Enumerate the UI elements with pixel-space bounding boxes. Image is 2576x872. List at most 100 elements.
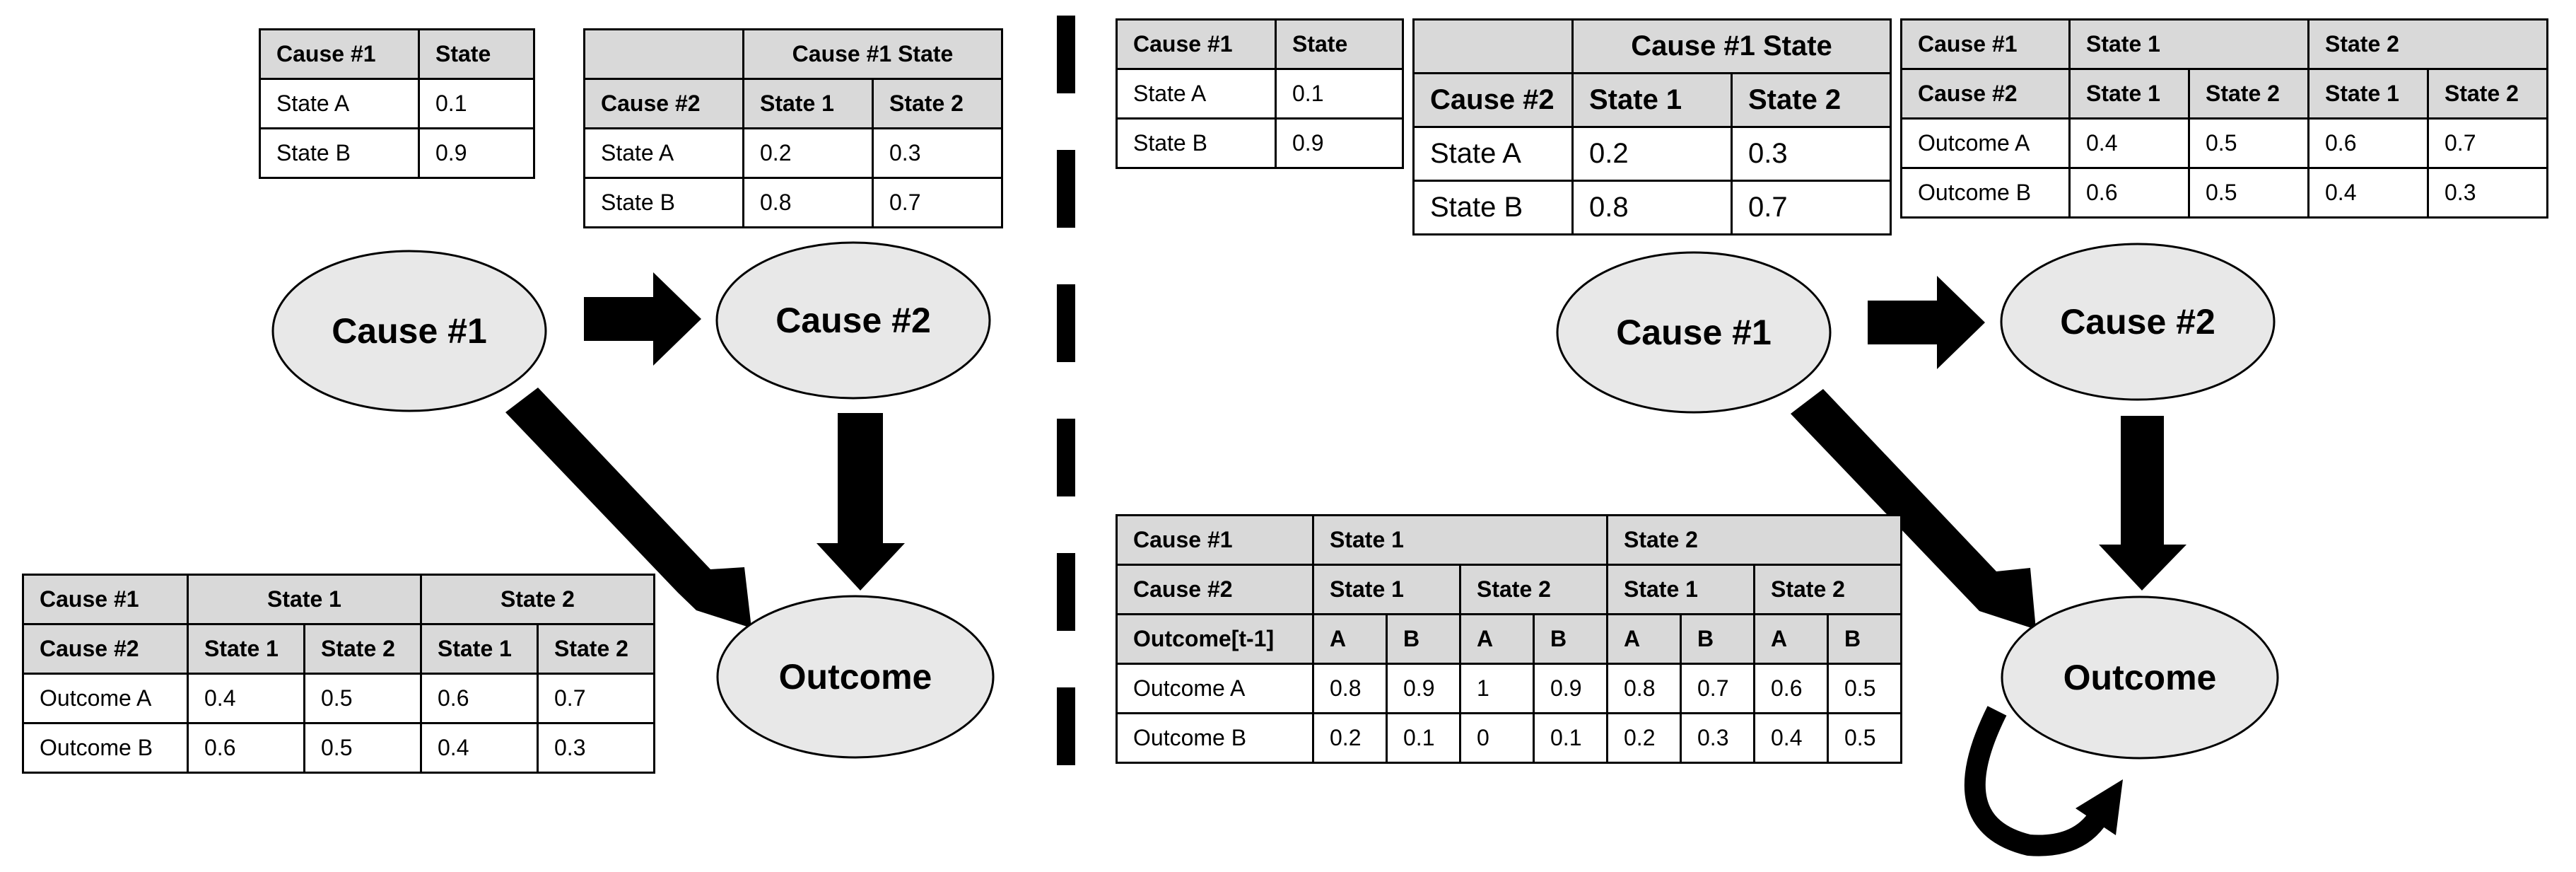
table-header-cell xyxy=(1412,18,1574,74)
left-diagram-nodes xyxy=(271,241,995,759)
right-node-outcome xyxy=(2001,595,2279,760)
table-cell: 0.6 xyxy=(1753,663,1829,714)
table-header-cell: State 2 xyxy=(2427,68,2548,120)
right-self-loop-arrow-head xyxy=(2076,779,2123,835)
table-cell: 0.2 xyxy=(742,127,874,179)
table-cell: 0.7 xyxy=(537,673,655,724)
table-cell: 0.5 xyxy=(2188,167,2309,219)
table-header-cell: State xyxy=(1275,18,1404,70)
table-header-cell: Outcome[t-1] xyxy=(1116,613,1314,665)
table-cell: 0.5 xyxy=(1827,712,1902,764)
table-header-cell: Cause #1 xyxy=(259,28,420,80)
table-cell: 0.1 xyxy=(1275,68,1404,120)
table-header-cell: State 2 xyxy=(2307,18,2548,70)
left-node-outcome xyxy=(716,595,995,759)
table-header-cell xyxy=(583,28,744,80)
right-node-cause2-label: Cause #2 xyxy=(2060,302,2215,342)
table-header-cell: A xyxy=(1606,613,1682,665)
table-header-cell: State 2 xyxy=(2188,68,2309,120)
table-cell: 0.6 xyxy=(2307,117,2429,169)
table-row-label: State A xyxy=(1412,126,1574,182)
table-header-cell: B xyxy=(1533,613,1608,665)
right-table-outcome-lagged: Cause #1 State 1 State 2 Cause #2 State … xyxy=(1116,514,1902,764)
table-header-cell: State 1 xyxy=(1606,564,1755,615)
left-table-cause1: Cause #1 State State A 0.1 State B 0.9 xyxy=(259,28,535,179)
table-cell: 0.6 xyxy=(2068,167,2190,219)
table-header-cell: Cause #1 State xyxy=(1571,18,1892,74)
table-header-cell: State 2 xyxy=(1606,514,1902,566)
table-cell: 0.3 xyxy=(2427,167,2548,219)
table-header-cell: State 2 xyxy=(1459,564,1608,615)
table-cell: 0.9 xyxy=(418,127,535,179)
table-cell: 0.4 xyxy=(187,673,305,724)
table-header-cell: State 1 xyxy=(1312,514,1608,566)
table-header-cell: State 1 xyxy=(742,78,874,129)
table-header-cell: Cause #2 xyxy=(1116,564,1314,615)
table-row-label: Outcome B xyxy=(1900,167,2071,219)
table-header-cell: State 2 xyxy=(1731,72,1892,128)
table-cell: 0.9 xyxy=(1533,663,1608,714)
left-table-outcome: Cause #1 State 1 State 2 Cause #2 State … xyxy=(22,574,655,774)
left-table-cause2: Cause #1 State Cause #2 State 1 State 2 … xyxy=(583,28,1003,228)
right-arrow-cause2-to-outcome xyxy=(2099,416,2186,591)
right-table-outcome: Cause #1 State 1 State 2 Cause #2 State … xyxy=(1900,18,2548,219)
table-cell: 0.7 xyxy=(872,177,1003,228)
left-node-cause1-label: Cause #1 xyxy=(332,311,487,351)
left-node-cause2-label: Cause #2 xyxy=(775,301,931,340)
table-cell: 0 xyxy=(1459,712,1535,764)
right-table-cause1: Cause #1 State State A 0.1 State B 0.9 xyxy=(1116,18,1404,169)
table-header-cell: Cause #2 xyxy=(22,623,189,675)
table-cell: 0.4 xyxy=(2068,117,2190,169)
table-cell: 1 xyxy=(1459,663,1535,714)
table-header-cell: B xyxy=(1386,613,1461,665)
table-row-label: Outcome B xyxy=(22,722,189,774)
left-arrow-cause1-to-cause2 xyxy=(584,272,701,366)
right-arrow-cause1-to-cause2 xyxy=(1868,276,1985,369)
table-header-cell: Cause #1 State xyxy=(742,28,1003,80)
table-cell: 0.4 xyxy=(420,722,539,774)
right-self-loop-arrow-body xyxy=(1964,706,2104,856)
table-cell: 0.6 xyxy=(187,722,305,774)
left-node-cause2 xyxy=(715,241,991,400)
table-header-cell: A xyxy=(1459,613,1535,665)
table-cell: 0.8 xyxy=(1606,663,1682,714)
table-row-label: State A xyxy=(583,127,744,179)
left-node-outcome-label: Outcome xyxy=(778,657,932,697)
right-node-cause1 xyxy=(1556,251,1832,414)
table-header-cell: Cause #1 xyxy=(1116,18,1277,70)
table-header-cell: Cause #2 xyxy=(1900,68,2071,120)
table-cell: 0.2 xyxy=(1606,712,1682,764)
table-row-label: State B xyxy=(583,177,744,228)
table-header-cell: A xyxy=(1753,613,1829,665)
table-cell: 0.9 xyxy=(1386,663,1461,714)
table-cell: 0.6 xyxy=(420,673,539,724)
table-header-cell: Cause #2 xyxy=(583,78,744,129)
table-row-label: Outcome A xyxy=(22,673,189,724)
table-row-label: State A xyxy=(1116,68,1277,120)
table-cell: 0.3 xyxy=(1680,712,1755,764)
table-header-cell: State 2 xyxy=(303,623,422,675)
table-cell: 0.5 xyxy=(1827,663,1902,714)
table-cell: 0.9 xyxy=(1275,117,1404,169)
table-header-cell: State xyxy=(418,28,535,80)
table-row-label: State B xyxy=(1116,117,1277,169)
table-header-cell: State 1 xyxy=(420,623,539,675)
left-diagram-edges xyxy=(505,272,905,628)
right-diagram-edges xyxy=(1791,276,2186,856)
table-header-cell: State 2 xyxy=(420,574,655,625)
table-row-label: State B xyxy=(1412,180,1574,236)
table-header-cell: State 1 xyxy=(187,574,422,625)
table-cell: 0.5 xyxy=(2188,117,2309,169)
table-header-cell: State 1 xyxy=(1312,564,1461,615)
table-row-label: Outcome A xyxy=(1900,117,2071,169)
table-header-cell: Cause #1 xyxy=(22,574,189,625)
right-node-cause1-label: Cause #1 xyxy=(1616,313,1772,352)
table-cell: 0.1 xyxy=(1533,712,1608,764)
table-cell: 0.7 xyxy=(1731,180,1892,236)
table-cell: 0.7 xyxy=(1680,663,1755,714)
table-cell: 0.4 xyxy=(2307,167,2429,219)
left-arrow-cause1-to-outcome xyxy=(505,388,751,628)
table-cell: 0.7 xyxy=(2427,117,2548,169)
table-header-cell: State 1 xyxy=(2068,68,2190,120)
